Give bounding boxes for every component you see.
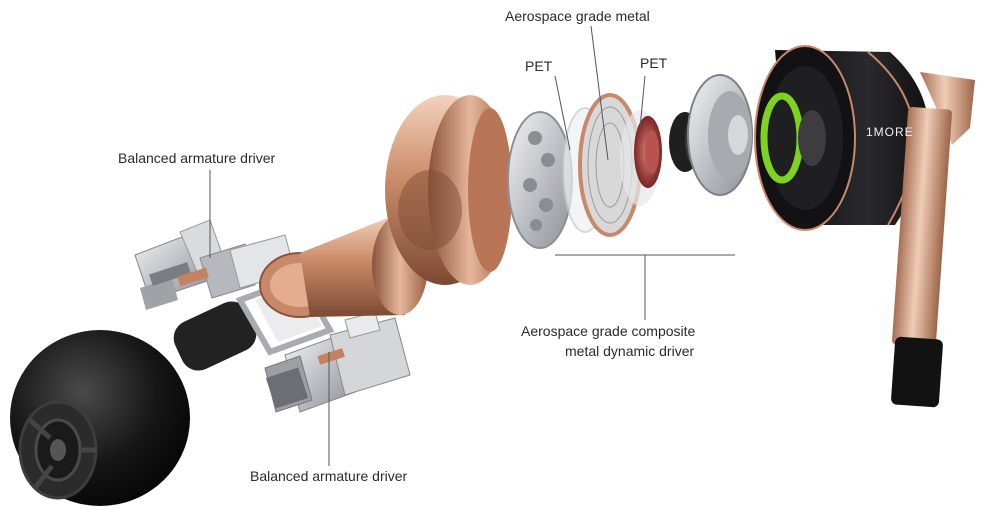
label-composite-line2: metal dynamic driver: [565, 343, 695, 359]
ear-tip: [10, 301, 257, 506]
label-balanced-armature-top: Balanced armature driver: [118, 150, 276, 166]
leader-aerospace-metal: [590, 25, 609, 161]
label-aerospace-grade-metal: Aerospace grade metal: [505, 8, 650, 24]
label-pet-left: PET: [525, 58, 553, 74]
leader-pet-left: [554, 75, 571, 151]
leader-pet-right: [639, 75, 646, 129]
magnet-assembly: [669, 74, 753, 196]
rear-shell: [754, 45, 929, 231]
earphone-stem: [891, 72, 975, 408]
pet-film-right-coil: [620, 110, 662, 206]
leader-lines: [209, 25, 735, 466]
balanced-armature-driver-bottom: [264, 311, 411, 413]
brand-logo-text: 1MORE: [866, 125, 914, 139]
balanced-armature-driver-top: [134, 219, 296, 310]
label-composite-line1: Aerospace grade composite: [521, 323, 696, 339]
copper-front-housing: [385, 95, 512, 285]
label-balanced-armature-bottom: Balanced armature driver: [250, 468, 408, 484]
label-pet-right: PET: [640, 55, 668, 71]
